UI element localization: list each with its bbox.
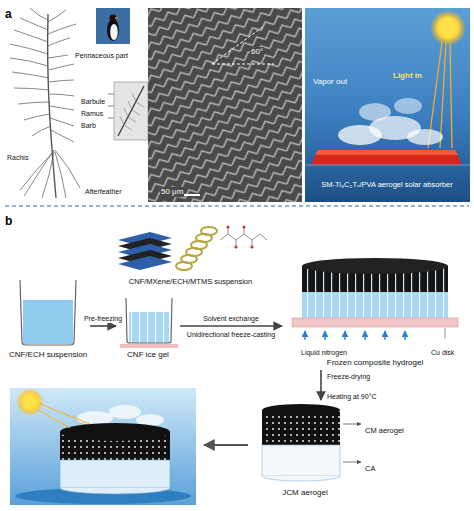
label-slot: SM-Ti₃C₂Tₓ/PVA aerogel solar absorber — [307, 180, 467, 189]
part-label: SM-Ti₃C₂Tₓ/PVA aerogel solar absorber — [307, 180, 467, 189]
part-label: Vapor out — [312, 77, 348, 87]
part-label: CM aerogel — [364, 426, 405, 435]
part-label: Light in — [392, 71, 423, 81]
stage-box: JCM aerogel — [250, 400, 360, 500]
stage-box: CNF ice gel — [116, 290, 180, 362]
label-slot: b — [4, 211, 13, 229]
step-label: Freeze-drying — [326, 373, 371, 381]
stage-caption: JCM aerogel — [282, 488, 327, 500]
stage-caption: Frozen composite hydrogel — [327, 358, 424, 370]
part-label: Barbule — [80, 98, 106, 106]
part-label: Pennaceous part — [74, 52, 129, 60]
part-label: Unidirectional freeze-casting — [183, 331, 279, 339]
part-label: a — [4, 7, 13, 21]
part-label: Cu disk — [430, 349, 455, 357]
part-label: Heating at 90°C — [326, 393, 378, 401]
part-label: Barb — [80, 122, 97, 130]
process-arrow — [180, 325, 282, 327]
part-label: Afterfeather — [84, 188, 123, 196]
stage-caption: CNF/MXene/ECH/MTMS suspension — [129, 277, 252, 288]
part-label: Rachis — [6, 154, 29, 162]
label-slot: Barbule — [80, 90, 106, 108]
label-slot: Rachis — [6, 146, 29, 164]
label-slot: Barb — [80, 114, 97, 132]
label-slot: Pennaceous part — [74, 44, 129, 62]
part-label: 50 μm — [160, 187, 184, 197]
process-arrow — [90, 325, 116, 327]
stage-caption: CNF/ECH suspension — [9, 350, 87, 362]
step-label: Pre-freezing — [83, 315, 123, 323]
label-slot: 60° — [250, 40, 264, 58]
part-label: CA — [364, 464, 376, 473]
stage-caption: CNF ice gel — [127, 350, 169, 362]
edge-label-slot: Solvent exchange — [202, 315, 260, 323]
part-label: b — [4, 214, 13, 228]
label-slot: Heating at 90°C — [326, 385, 378, 403]
stage-box: CNF/MXene/ECH/MTMS suspension — [108, 220, 273, 288]
label-slot: Liquid nitrogen — [300, 341, 348, 359]
step-label: Solvent exchange — [202, 315, 260, 323]
label-slot: Light in — [392, 64, 423, 82]
label-slot: Vapor out — [312, 70, 348, 88]
part-label: Ramus — [80, 110, 104, 118]
label-slot: Ramus — [80, 102, 104, 120]
edge-label-slot: Pre-freezing — [83, 315, 123, 323]
part-label: Liquid nitrogen — [300, 349, 348, 357]
label-slot: Afterfeather — [84, 180, 123, 198]
stage-box: CNF/ECH suspension — [6, 270, 90, 362]
stage-box: Frozen composite hydrogel — [282, 252, 468, 370]
label-slot: 50 μm — [160, 180, 184, 198]
label-slot: Unidirectional freeze-casting — [183, 331, 279, 339]
label-slot: Cu disk — [430, 341, 455, 359]
edge-label-slot: Freeze-drying — [326, 373, 371, 381]
part-label: 60° — [250, 47, 264, 57]
process-arrow — [320, 370, 322, 400]
label-slot: CM aerogel — [364, 419, 405, 437]
label-slot: CA — [364, 457, 376, 475]
label-slot: a — [4, 4, 13, 22]
